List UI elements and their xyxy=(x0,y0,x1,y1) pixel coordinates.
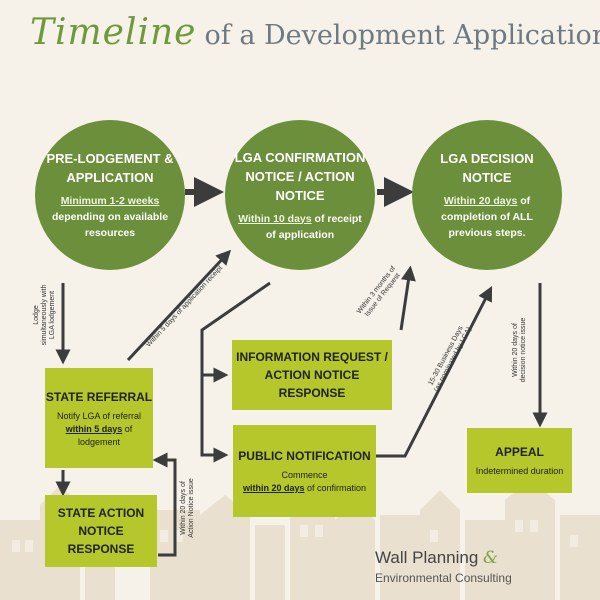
arrow-action-to-referral xyxy=(152,452,177,557)
public-notification-post: of confirmation xyxy=(307,483,367,493)
lga-confirmation-detail: of receipt of application xyxy=(265,212,362,241)
title-rest: of a Development Application xyxy=(204,20,600,51)
box-state-action: STATE ACTION NOTICE RESPONSE xyxy=(45,495,157,567)
label-action-notice-issue: Within 20 days of Action Notice issue xyxy=(180,463,196,553)
brand-name: Wall Planning xyxy=(375,548,479,567)
box-state-referral: STATE REFERRAL Notify LGA of referral wi… xyxy=(45,368,153,468)
label-lodge: Lodge simultaneously with LGA lodgement xyxy=(33,280,57,350)
box-appeal-title: APPEAL xyxy=(495,445,544,459)
brand-ampersand: & xyxy=(483,548,499,568)
label-decision-issue-line1: Within 20 days of xyxy=(512,323,519,377)
lga-confirmation-duration: Within 10 days xyxy=(238,212,312,225)
public-notification-pre: Commence xyxy=(281,470,328,480)
circle-lga-confirmation-body: Within 10 days of receipt of application xyxy=(225,211,375,243)
circle-lga-decision-body: Within 20 days of completion of ALL prev… xyxy=(412,193,562,241)
pre-lodgement-detail: depending on available resources xyxy=(51,211,169,239)
state-referral-duration: within 5 days xyxy=(65,423,123,434)
label-lodge-line2: simultaneously with xyxy=(41,284,48,346)
box-public-notification-body: Commence within 20 days of confirmation xyxy=(237,469,372,495)
box-state-action-title: STATE ACTION NOTICE RESPONSE xyxy=(57,506,145,556)
box-public-notification: PUBLIC NOTIFICATION Commence within 20 d… xyxy=(233,425,376,517)
circle-lga-confirmation-title: LGA CONFIRMATION NOTICE / ACTION NOTICE xyxy=(234,149,366,203)
box-state-referral-title: STATE REFERRAL xyxy=(45,389,153,404)
label-decision-issue: Within 20 days of decision notice issue xyxy=(512,305,528,395)
brand-logo: Wall Planning & Environmental Consulting xyxy=(375,548,595,585)
box-information-request-title: INFORMATION REQUEST / ACTION NOTICE RESP… xyxy=(236,350,388,400)
state-referral-post: of lodgement xyxy=(77,423,133,447)
state-referral-pre: Notify LGA of referral xyxy=(56,410,142,421)
label-lodge-line3: LGA lodgement xyxy=(49,290,56,340)
label-decision-issue-line2: decision notice issue xyxy=(520,317,527,383)
box-appeal: APPEAL Indetermined duration xyxy=(467,428,572,493)
lga-decision-duration: Within 20 days xyxy=(443,195,518,207)
box-state-referral-body: Notify LGA of referral within 5 days of … xyxy=(45,410,153,449)
circle-pre-lodgement-title: PRE-LODGEMENT & APPLICATION xyxy=(46,151,174,185)
arrow-public-to-decision xyxy=(376,285,493,458)
label-action-notice-issue-line1: Within 20 days of xyxy=(180,481,187,535)
box-appeal-body: Indetermined duration xyxy=(475,466,564,476)
brand-line2: Environmental Consulting xyxy=(375,571,512,585)
label-action-notice-issue-line2: Action Notice issue xyxy=(188,478,195,538)
arrow-referral-to-confirmation xyxy=(126,249,232,362)
arrow-info-to-decision xyxy=(399,265,416,331)
circle-lga-decision-title: LGA DECISION NOTICE xyxy=(440,151,534,185)
public-notification-duration: within 20 days xyxy=(242,483,305,493)
circle-lga-decision: LGA DECISION NOTICE Within 20 days of co… xyxy=(412,120,562,270)
label-lodge-line1: Lodge xyxy=(33,305,40,325)
title-script: Timeline xyxy=(30,12,197,53)
brand-line1: Wall Planning & xyxy=(375,548,595,568)
circle-pre-lodgement-body: Minimum 1-2 weeks depending on available… xyxy=(35,193,185,241)
circle-pre-lodgement: PRE-LODGEMENT & APPLICATION Minimum 1-2 … xyxy=(35,120,185,270)
box-information-request: INFORMATION REQUEST / ACTION NOTICE RESP… xyxy=(232,340,392,410)
pre-lodgement-duration: Minimum 1-2 weeks xyxy=(60,195,160,207)
box-public-notification-title: PUBLIC NOTIFICATION xyxy=(238,449,371,463)
lga-decision-detail: of completion of ALL previous steps. xyxy=(441,195,533,239)
arrow-confirmation-branch xyxy=(200,281,271,463)
circle-lga-confirmation: LGA CONFIRMATION NOTICE / ACTION NOTICE … xyxy=(225,120,375,270)
